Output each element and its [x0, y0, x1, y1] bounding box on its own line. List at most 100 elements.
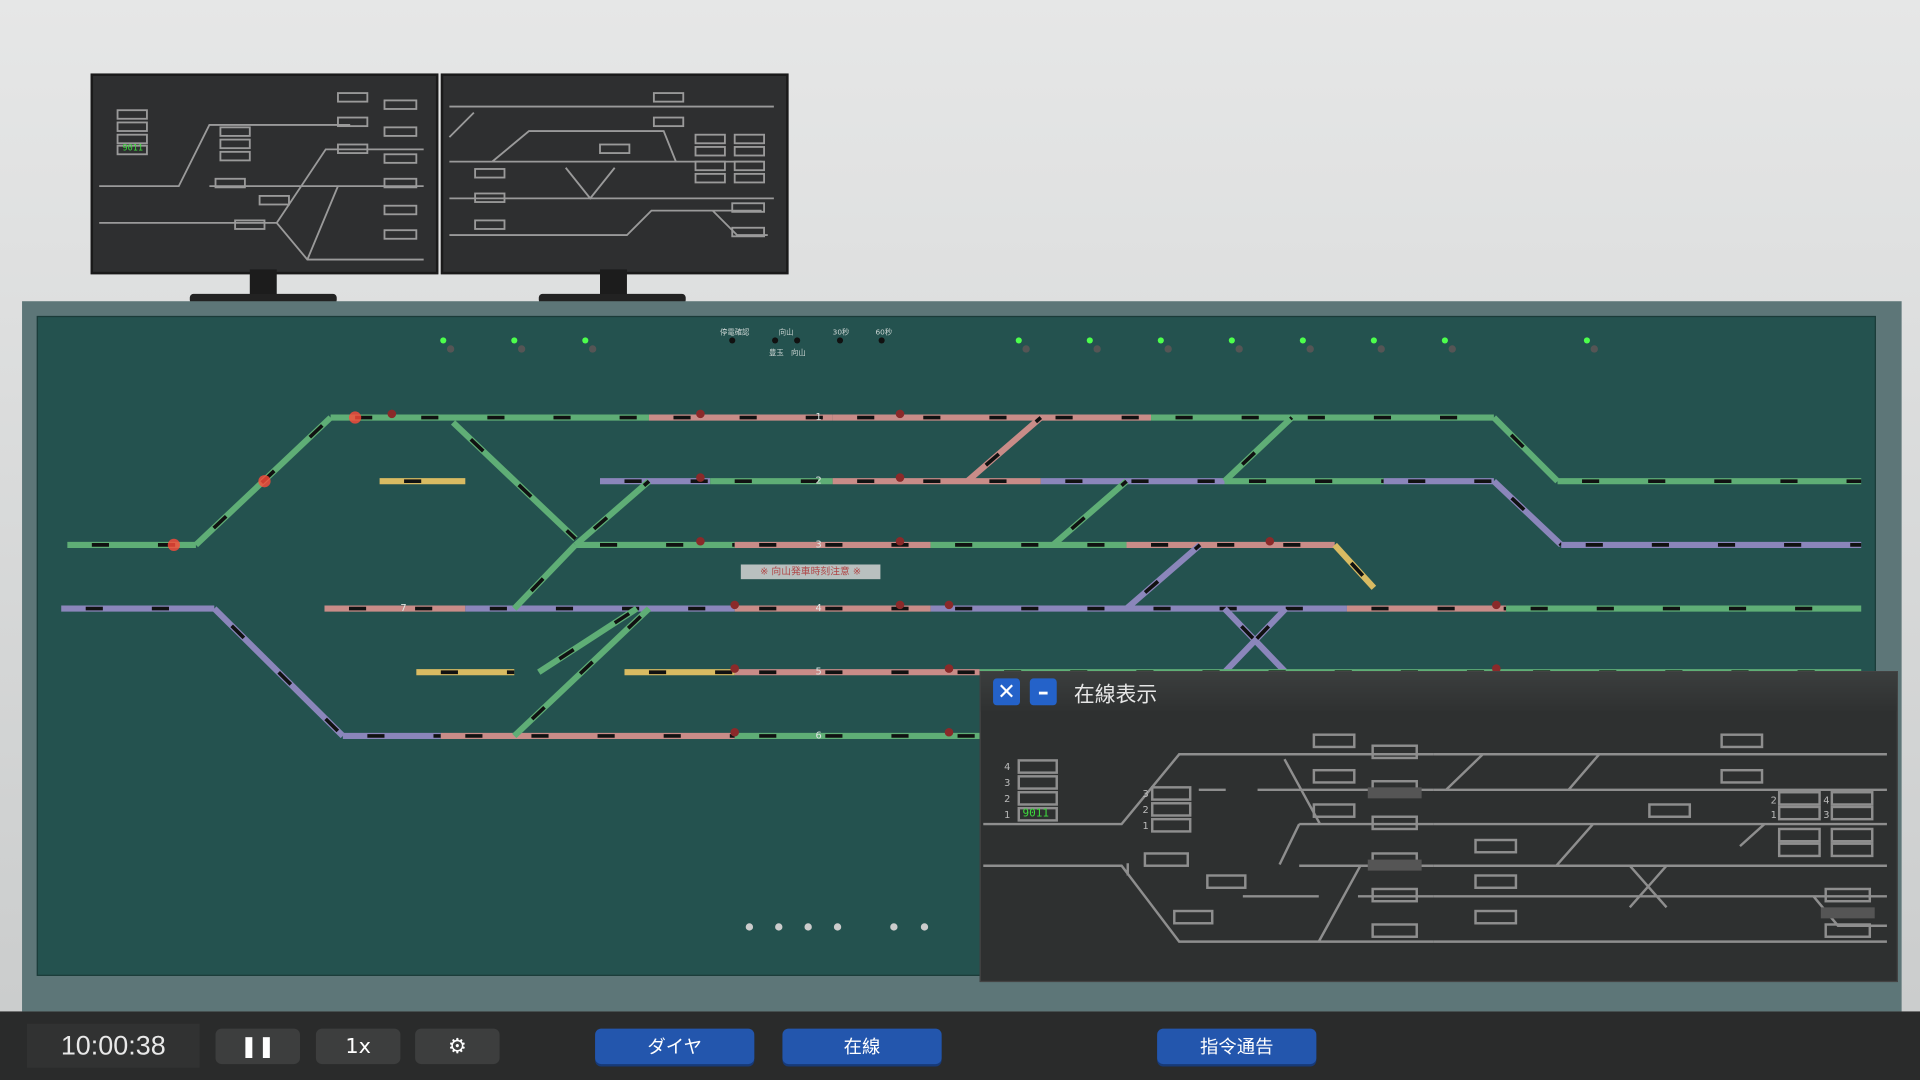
gear-icon: ⚙ [448, 1034, 467, 1059]
lever-switch[interactable] [1235, 345, 1243, 353]
lever-switch[interactable] [1093, 345, 1101, 353]
track-segment [1222, 415, 1294, 484]
signal-icon [1492, 600, 1501, 610]
button-lamp[interactable] [794, 337, 801, 344]
minimize-icon[interactable]: – [1029, 678, 1057, 706]
diagram-button[interactable]: ダイヤ [595, 1028, 755, 1065]
indicator-lamp [511, 337, 518, 344]
indicator-lamp [1157, 337, 1164, 344]
indicator-label: 向山 [778, 328, 794, 337]
signal-icon [730, 727, 739, 737]
button-lamp[interactable] [772, 337, 779, 344]
button-lamp[interactable] [836, 337, 844, 344]
lever-switch[interactable] [1164, 345, 1172, 353]
signal-icon [895, 536, 905, 546]
signal-icon [1265, 536, 1275, 546]
lever-switch[interactable] [1590, 345, 1598, 353]
settings-button[interactable]: ⚙ [415, 1028, 500, 1065]
slot-label: 4 [1823, 794, 1830, 806]
orders-button[interactable]: 指令通告 [1157, 1028, 1317, 1065]
indicator-label: 30秒 [832, 328, 850, 337]
left-monitor: 9011 [90, 73, 439, 275]
occupied-track-lamp [258, 475, 271, 488]
indicator-label: 豊玉 [768, 348, 784, 358]
lever-switch[interactable] [517, 345, 526, 353]
signal-icon [944, 664, 954, 673]
occupied-track-lamp [348, 411, 362, 424]
slot-label: 3 [1004, 777, 1011, 789]
track-segment [512, 542, 578, 611]
left-monitor-diagram [99, 92, 424, 261]
occupancy-button[interactable]: 在線 [782, 1028, 942, 1065]
track-number: 3 [815, 538, 822, 550]
indicator-lamp [1370, 337, 1377, 344]
slot-label: 3 [1823, 809, 1830, 821]
indicator-lamp [1583, 337, 1591, 344]
close-icon[interactable]: ✕ [993, 678, 1021, 706]
toggle-switch[interactable] [890, 923, 898, 931]
signal-icon [696, 473, 705, 482]
clock-display: 10:00:38 [26, 1023, 200, 1068]
track-number: 6 [815, 729, 822, 741]
track-joint [537, 607, 638, 674]
toggle-switch[interactable] [833, 923, 842, 931]
track-segment [1051, 478, 1129, 548]
toggle-switch[interactable] [920, 923, 929, 931]
toggle-switch[interactable] [804, 923, 812, 931]
signal-icon [696, 409, 705, 419]
toggle-switch[interactable] [775, 923, 783, 931]
right-monitor-diagram [448, 92, 774, 238]
button-lamp[interactable] [878, 337, 885, 344]
button-lamp[interactable] [729, 337, 736, 344]
lever-switch[interactable] [1377, 345, 1385, 353]
monitor-stand [600, 269, 627, 297]
signal-icon [944, 600, 954, 610]
track-segment [965, 415, 1043, 484]
slot-label: 4 [1004, 761, 1011, 773]
track-joint [1333, 543, 1376, 589]
monitor-base [189, 293, 337, 304]
signal-icon [730, 600, 739, 610]
indicator-lamp [582, 337, 589, 344]
occupancy-window: ✕ – 在線表示 4 3 2 1 9011 [979, 671, 1898, 983]
lever-switch[interactable] [446, 345, 455, 353]
slot-label: 1 [1004, 809, 1011, 821]
indicator-label: 向山 [791, 348, 806, 358]
track-segment [1124, 542, 1203, 611]
monitor-base [538, 293, 686, 304]
track-joint [513, 607, 651, 738]
indicator-lamp [1299, 337, 1306, 344]
monitor-stand [249, 269, 277, 297]
indicator-lamp [1441, 337, 1448, 344]
signal-icon [730, 664, 739, 673]
track-number: 2 [815, 475, 822, 487]
indicator-lamp [1086, 337, 1093, 344]
indicator-lamp [440, 337, 447, 344]
track-segment [1491, 415, 1560, 484]
slot-label: 2 [1770, 794, 1777, 806]
bottom-toolbar: 10:00:38 ❚❚ 1x ⚙ ダイヤ 在線 指令通告 [0, 1011, 1920, 1080]
signal-icon [1492, 664, 1501, 673]
track-joint [451, 421, 577, 541]
lever-switch[interactable] [1022, 345, 1030, 353]
pause-button[interactable]: ❚❚ [215, 1028, 301, 1065]
lever-switch[interactable] [588, 345, 597, 353]
speed-button[interactable]: 1x [315, 1028, 401, 1065]
window-titlebar[interactable]: ✕ – 在線表示 [980, 672, 1897, 712]
signal-icon [895, 600, 905, 610]
signal-icon [387, 409, 397, 419]
track-number: 4 [815, 602, 822, 614]
lever-switch[interactable] [1306, 345, 1314, 353]
signal-icon [895, 473, 905, 482]
lever-switch[interactable] [1448, 345, 1456, 353]
slot-label: 2 [1142, 804, 1149, 816]
signal-icon [895, 409, 905, 419]
pause-icon: ❚❚ [240, 1034, 276, 1059]
toggle-switch[interactable] [745, 923, 754, 931]
slot-label: 1 [1142, 820, 1149, 832]
occupancy-diagram [983, 733, 1887, 943]
slot-label: 1 [1770, 809, 1777, 821]
notice-plate: ※ 向山発車時刻注意 ※ [740, 564, 881, 580]
track-segment [1491, 479, 1564, 548]
